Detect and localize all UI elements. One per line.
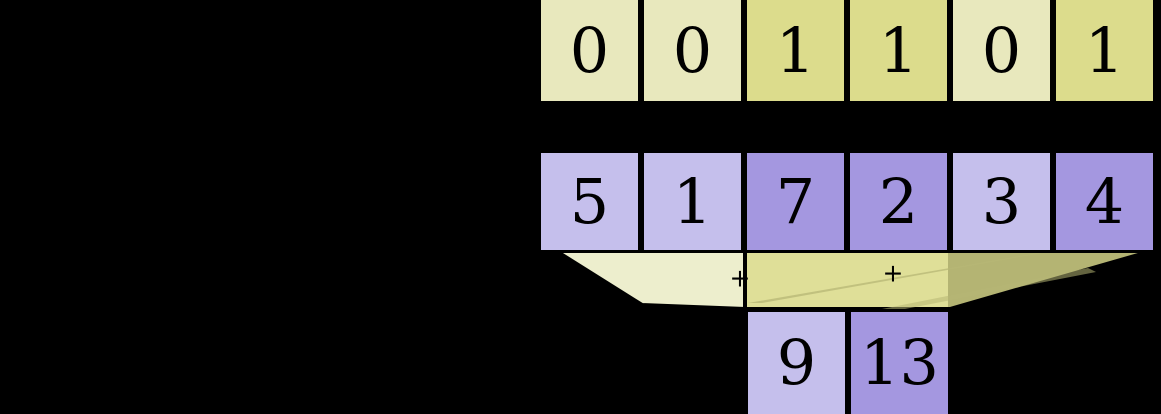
mask-cell-3: 1: [847, 0, 950, 104]
result-cell-1: 13: [848, 309, 951, 414]
operator-plus-left: +: [729, 263, 751, 293]
value-cell-1: 1: [641, 150, 744, 253]
funnel-right: [743, 249, 1153, 311]
mask-cell-5: 1: [1053, 0, 1156, 104]
mask-cell-2: 1: [744, 0, 847, 104]
funnel-right-sliver-upper: [748, 251, 1054, 303]
mask-cell-0: 0: [538, 0, 641, 104]
funnel-right-sliver-lower: [882, 268, 1096, 309]
mask-cell-1: 0: [641, 0, 744, 104]
value-cell-0: 5: [538, 150, 641, 253]
value-cell-4: 3: [950, 150, 1053, 253]
value-cell-2: 7: [744, 150, 847, 253]
value-cell-3: 2: [847, 150, 950, 253]
funnel-left: [549, 249, 952, 311]
result-cell-0: 9: [745, 309, 848, 414]
value-cell-5: 4: [1053, 150, 1156, 253]
mask-cell-4: 0: [950, 0, 1053, 104]
operator-plus-right: +: [882, 258, 904, 288]
